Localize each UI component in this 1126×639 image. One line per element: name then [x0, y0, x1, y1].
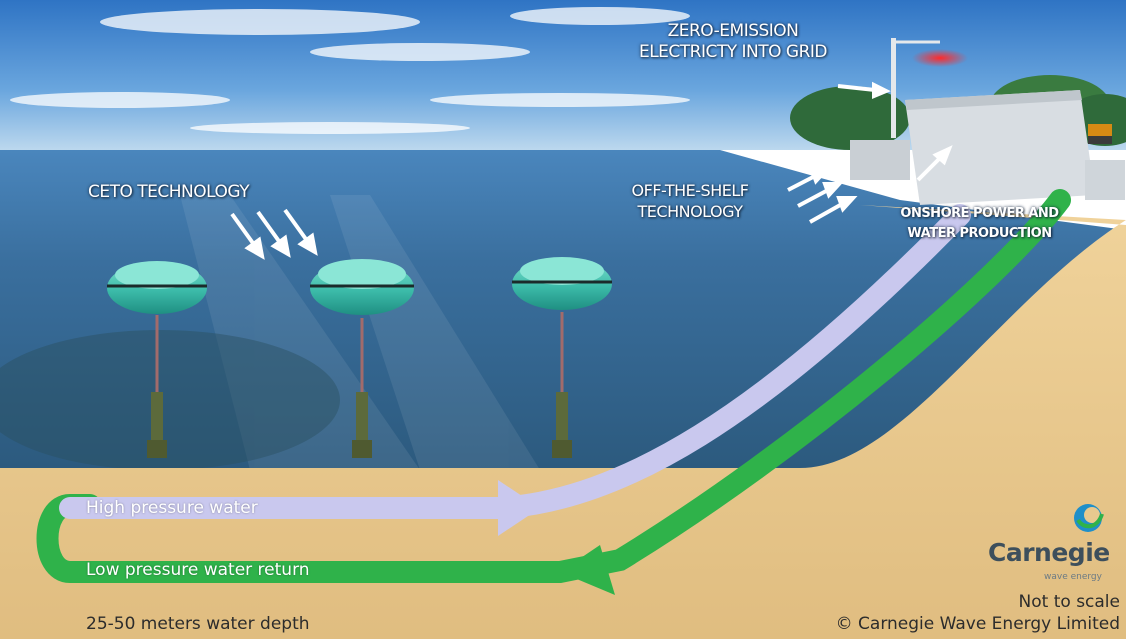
warning-light: [912, 49, 968, 67]
logo-name: Carnegie: [988, 538, 1110, 567]
low-pressure-arrowhead: [560, 545, 615, 595]
high-pressure-arrowhead: [498, 480, 540, 536]
high-pressure-pipe: [59, 204, 971, 519]
carnegie-logo-icon: [1074, 504, 1104, 532]
ceto-unit-2: [310, 259, 414, 458]
logo-tagline: wave energy: [1044, 572, 1102, 582]
high-pressure-label: High pressure water: [86, 498, 258, 518]
indicator-arrows: [230, 81, 953, 260]
power-plant-building: [850, 90, 1125, 205]
sand: [0, 205, 1126, 639]
transmission-pole: [891, 38, 896, 138]
ceto-unit-3: [512, 257, 612, 458]
clouds: [10, 7, 690, 134]
not-to-scale-label: Not to scale: [1018, 592, 1120, 612]
ceto-technology-label: CETO TECHNOLOGY: [88, 182, 250, 202]
onshore-production-label: ONSHORE POWER AND WATER PRODUCTION: [900, 206, 1059, 241]
ceto-unit-1: [107, 261, 207, 458]
low-pressure-pipe: [36, 189, 1071, 583]
water-depth-label: 25-50 meters water depth: [86, 614, 310, 634]
off-the-shelf-label: OFF-THE-SHELF TECHNOLOGY: [631, 181, 749, 221]
copyright-label: © Carnegie Wave Energy Limited: [835, 614, 1120, 634]
zero-emission-label: ZERO-EMISSION ELECTRICTY INTO GRID: [638, 21, 828, 62]
seabed-shadow: [0, 330, 340, 470]
low-pressure-label: Low pressure water return: [86, 560, 310, 580]
